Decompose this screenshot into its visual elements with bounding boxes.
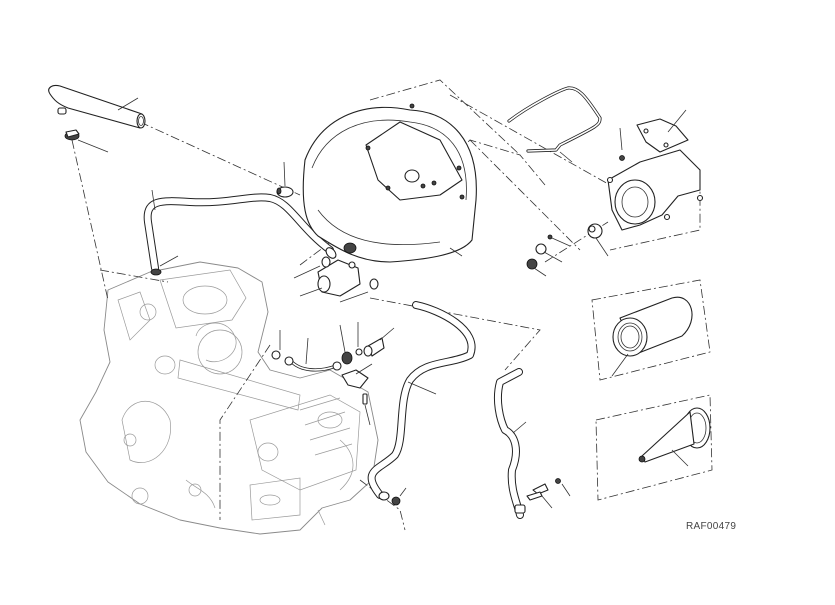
hose-clamp-upper [276, 186, 294, 198]
drawing-reference-code: RAF00479 [686, 521, 737, 532]
three-way-fitting [317, 242, 379, 297]
drain-hose [493, 368, 526, 519]
rubber-grommet [64, 129, 80, 141]
air-filter-cartridge [612, 296, 693, 357]
mounting-bracket [341, 369, 369, 405]
sensor-valve [363, 337, 385, 357]
hose-clamp-small [150, 268, 162, 276]
inlet-tube [48, 84, 146, 129]
drain-clip [526, 478, 561, 501]
airbox-seal-wire [507, 86, 602, 153]
small-hose-assembly [271, 348, 363, 372]
intake-duct-housing [606, 149, 704, 231]
intake-funnel [638, 407, 711, 463]
screws-washers [526, 155, 625, 270]
airbox-bracket-cover [636, 118, 689, 153]
airbox [302, 103, 477, 263]
breather-hose-lower [367, 301, 476, 506]
engine-assembly [79, 261, 379, 535]
leader-lines [77, 97, 689, 509]
